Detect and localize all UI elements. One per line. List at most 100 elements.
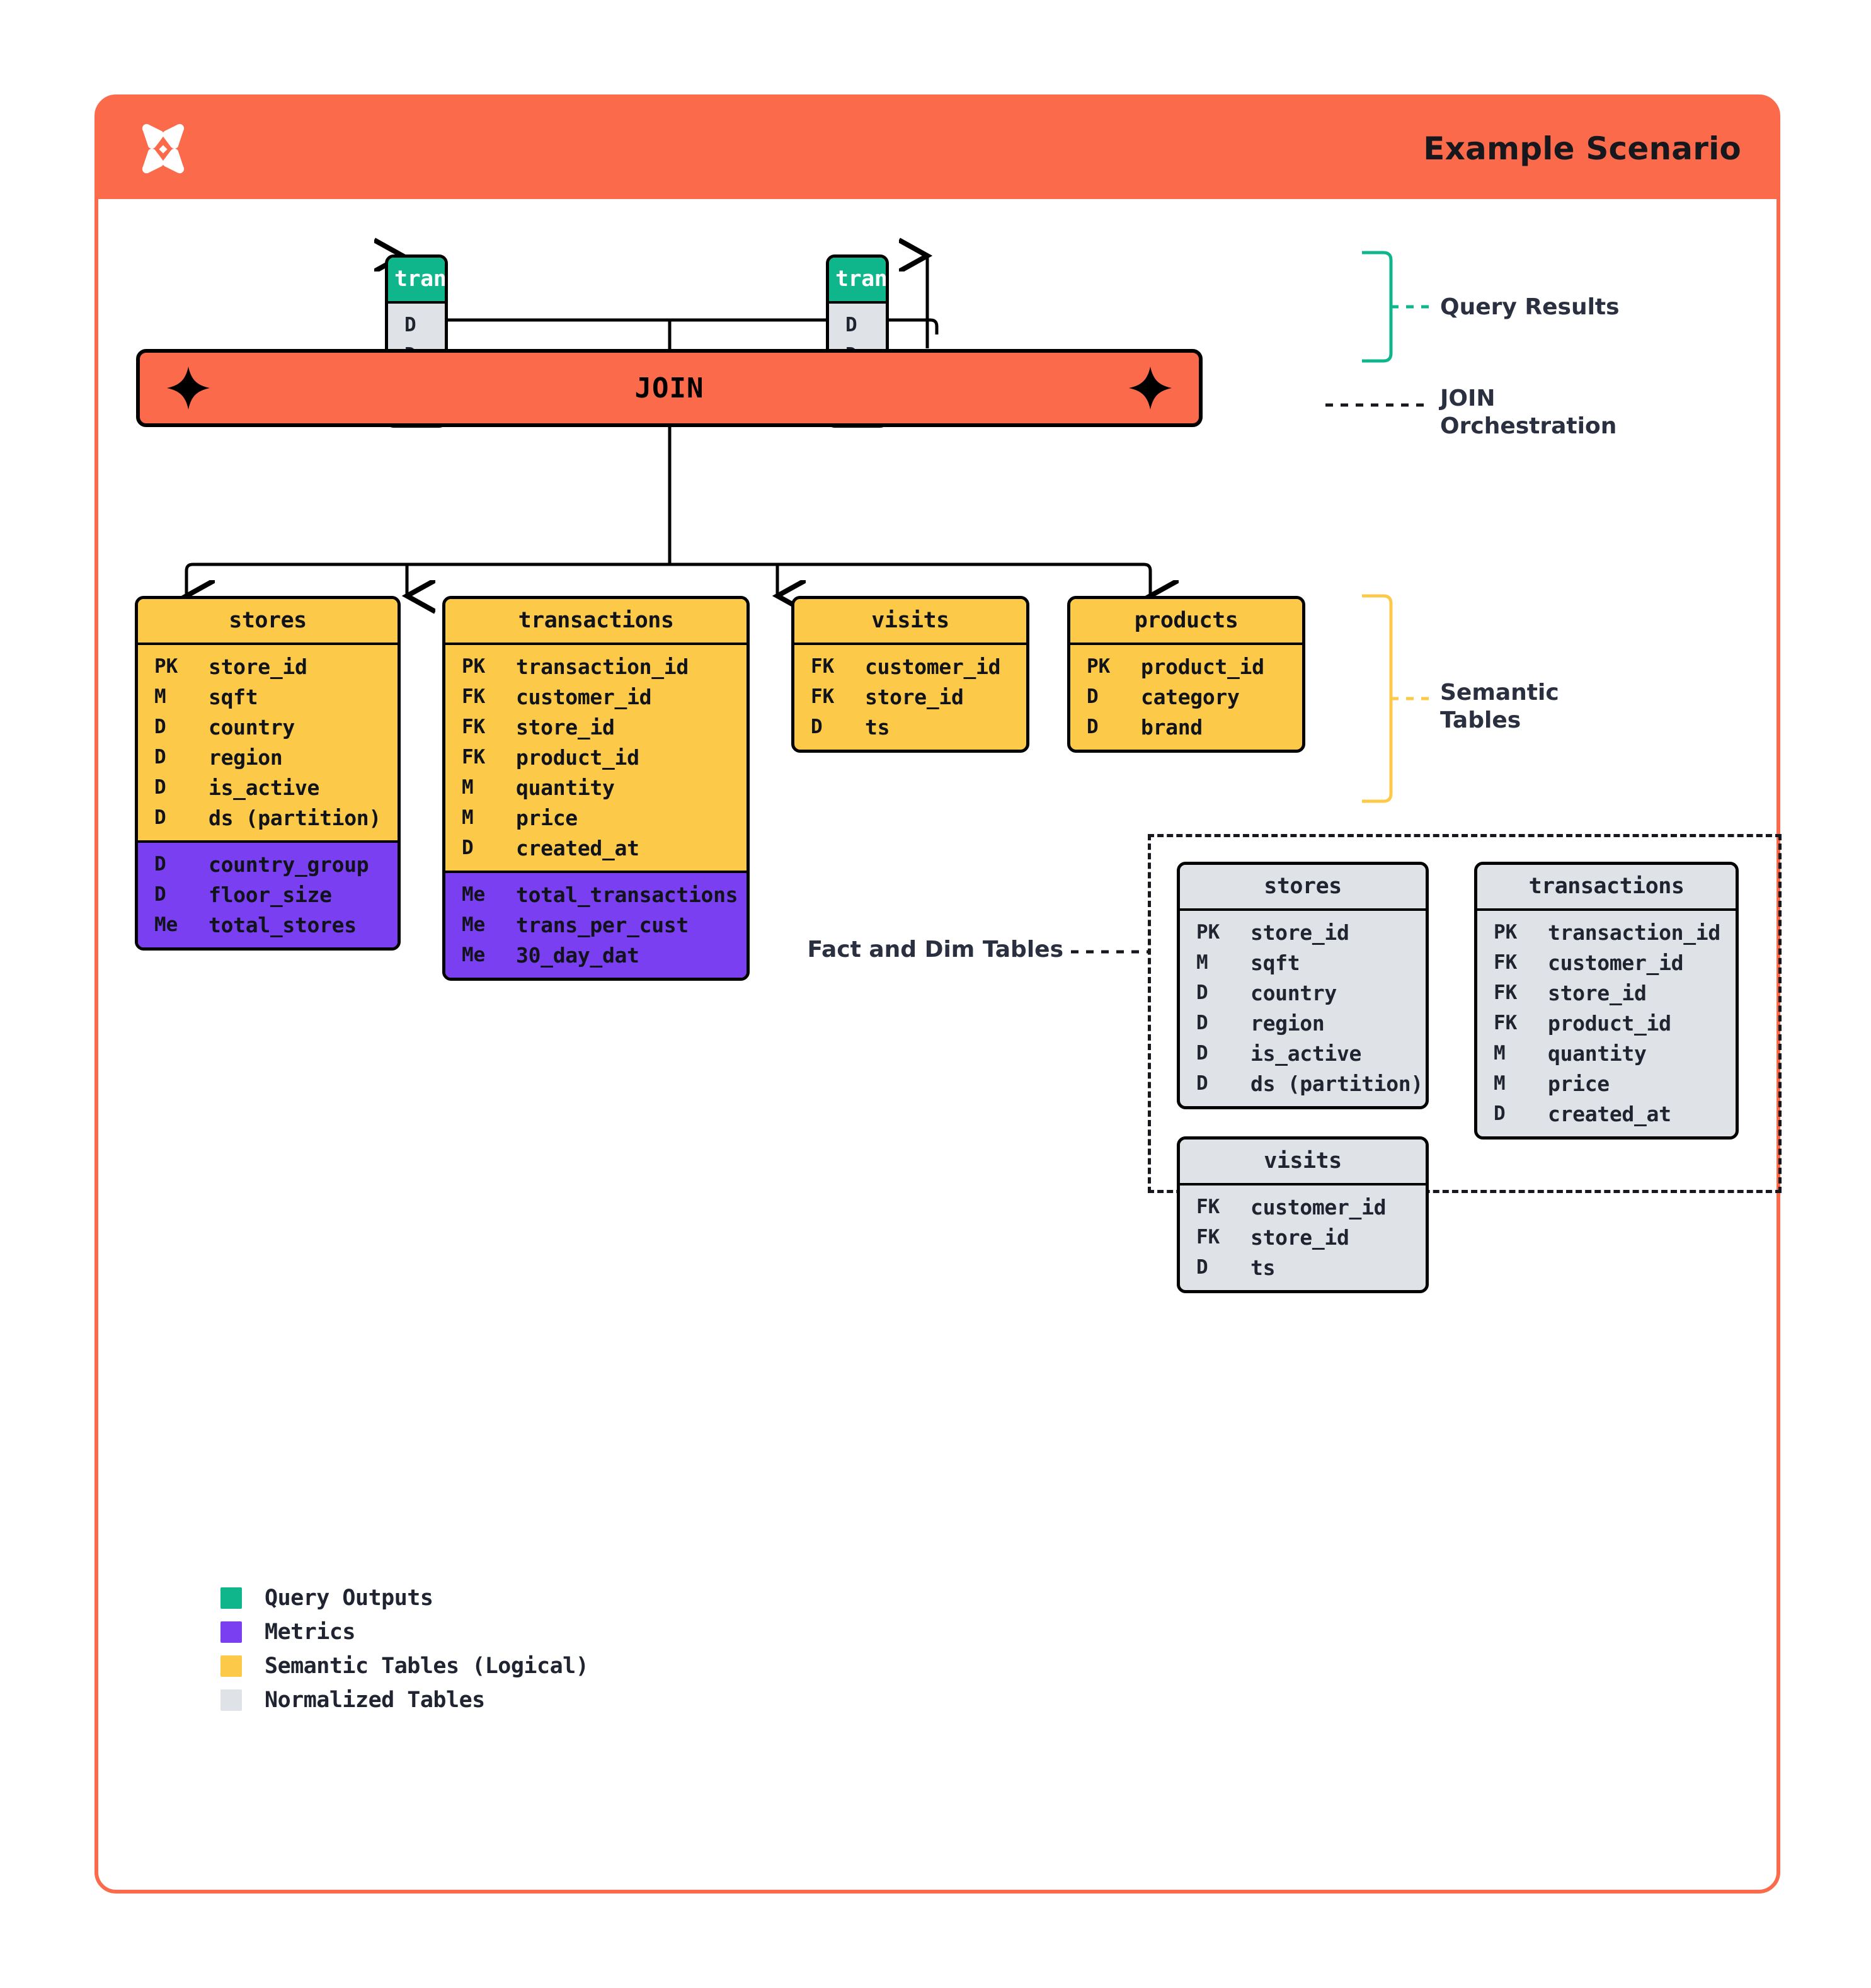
table-row: D created_at_month: [388, 310, 445, 340]
row-value: customer_id: [1250, 1194, 1387, 1220]
row-value: country: [209, 714, 295, 740]
row-key: D: [154, 776, 166, 799]
row-value: region: [209, 745, 283, 770]
row-key: FK: [811, 655, 835, 678]
row-value: store_id: [865, 684, 964, 709]
table-title: trans_by_store_day: [829, 258, 886, 301]
row-value: created_at: [1548, 1101, 1671, 1126]
legend-swatch-normalized-tables: [220, 1689, 242, 1711]
row-value: store_id: [1548, 980, 1647, 1005]
card-header: Example Scenario: [98, 98, 1777, 199]
row-key: D: [404, 314, 416, 336]
join-orchestration-bar[interactable]: JOIN: [136, 349, 1203, 427]
row-key: D: [1196, 981, 1208, 1004]
sparkle-icon: [1127, 365, 1174, 411]
row-key: Me: [154, 913, 178, 936]
row-value: ds (partition): [1250, 1071, 1423, 1096]
row-key: Me: [462, 913, 486, 936]
row-key: D: [1196, 1012, 1208, 1034]
legend-item-normalized-tables: Normalized Tables: [220, 1683, 588, 1717]
annotation-label-line2: Tables: [1440, 707, 1521, 733]
row-key: FK: [1196, 1226, 1220, 1248]
legend-label: Query Outputs: [265, 1585, 433, 1611]
table-row: D created_at_day: [829, 310, 886, 340]
row-value: 30_day_dat: [516, 942, 639, 968]
row-key: PK: [1087, 655, 1111, 678]
row-value: price: [1548, 1071, 1610, 1096]
row-value: trans_per_cust: [516, 912, 689, 937]
row-value: store_id: [1250, 1225, 1349, 1250]
row-key: M: [154, 685, 166, 708]
x-sparkle-logo-icon: [134, 119, 193, 178]
row-value: country_group: [209, 852, 369, 877]
row-value: price: [516, 805, 578, 830]
row-key: FK: [462, 685, 486, 708]
table-row: Me 30_day_dat: [445, 940, 747, 970]
table-title: visits: [1180, 1140, 1426, 1183]
row-key: PK: [154, 655, 178, 678]
row-value: total_transactions: [516, 882, 738, 907]
row-value: created_at_month: [442, 313, 445, 338]
legend-swatch-semantic-tables: [220, 1655, 242, 1677]
row-value: product_id: [1141, 654, 1264, 679]
row-value: transaction_id: [1548, 920, 1720, 945]
annotation-label-line1: Semantic: [1440, 680, 1559, 706]
row-key: PK: [462, 655, 486, 678]
table-title: products: [1070, 599, 1302, 643]
row-key: Me: [462, 944, 486, 966]
legend-item-query-outputs: Query Outputs: [220, 1581, 588, 1615]
row-key: PK: [1494, 921, 1518, 944]
row-key: M: [1196, 951, 1208, 974]
row-value: quantity: [516, 775, 615, 800]
row-value: sqft: [209, 684, 258, 709]
annotation-label-line1: JOIN: [1440, 386, 1496, 411]
table-title: transactions: [445, 599, 747, 643]
row-key: D: [154, 746, 166, 768]
legend-item-metrics: Metrics: [220, 1615, 588, 1649]
table-row: PK transaction_id: [1477, 917, 1736, 947]
row-key: FK: [1494, 1012, 1518, 1034]
row-value: created_at: [516, 835, 639, 860]
annotation-fact-and-dim-tables: Fact and Dim Tables: [780, 936, 1063, 964]
legend-item-semantic-tables: Semantic Tables (Logical): [220, 1649, 589, 1683]
row-key: FK: [462, 746, 486, 768]
row-value: ds (partition): [209, 805, 381, 830]
row-key: D: [1196, 1042, 1208, 1065]
metric-rows: Me total_transactions Me trans_per_cust Me…: [445, 871, 747, 978]
row-value: category: [1141, 684, 1240, 709]
table-title: visits: [794, 599, 1026, 643]
annotation-label: Fact and Dim Tables: [807, 937, 1063, 963]
row-key: D: [462, 837, 474, 859]
annotation-semantic-tables: Semantic Tables: [1440, 679, 1559, 734]
row-key: PK: [1196, 921, 1220, 944]
row-key: D: [154, 853, 166, 876]
